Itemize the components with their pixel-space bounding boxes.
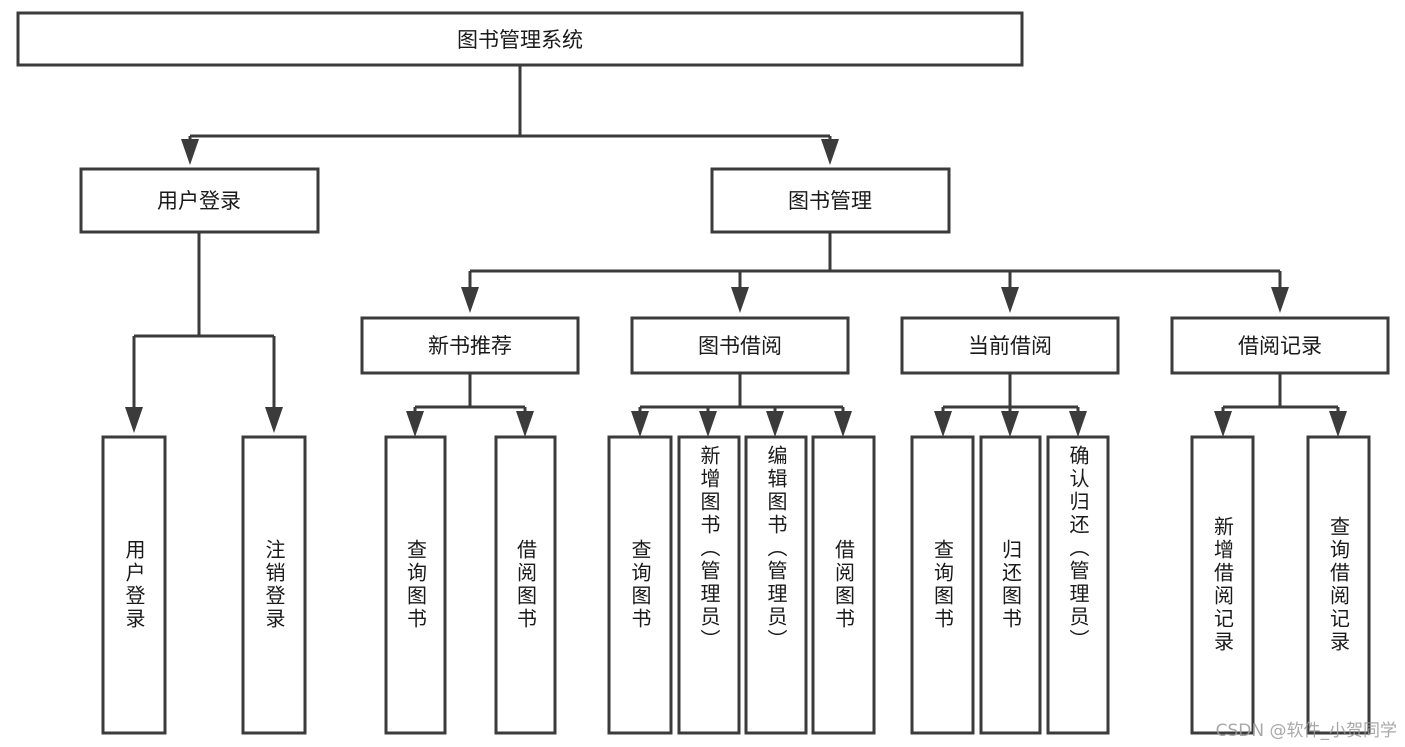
arrow-to-leaf-query-book-3 xyxy=(934,411,952,437)
connector-borrow-record-to-leaves xyxy=(1214,373,1347,437)
node-root-label: 图书管理系统 xyxy=(457,28,583,52)
arrow-to-leaf-user-login xyxy=(125,407,143,433)
arrow-to-current-borrow xyxy=(1001,287,1019,313)
arrow-to-new-book-recommend xyxy=(461,287,479,313)
arrow-to-book-manage xyxy=(821,139,839,165)
leaf-box-borrow-book-1[interactable] xyxy=(494,435,557,735)
node-current-borrow-box[interactable] xyxy=(900,316,1120,375)
leaf-box-user-login[interactable] xyxy=(101,435,167,735)
arrow-to-leaf-confirm-return xyxy=(1069,411,1087,437)
leaf-box-logout[interactable] xyxy=(241,435,307,735)
connector-book-borrow-to-leaves xyxy=(631,373,852,437)
leaf-box-query-borrow-record[interactable] xyxy=(1306,435,1371,735)
arrow-to-leaf-return-book xyxy=(1001,411,1019,437)
node-new-book-recommend[interactable]: 新书推荐 xyxy=(360,316,580,375)
leaf-box-query-book-1[interactable] xyxy=(384,435,447,735)
node-book-management-label: 图书管理 xyxy=(788,189,872,213)
arrow-to-leaf-add-borrow-record xyxy=(1214,411,1232,437)
node-new-book-recommend-label: 新书推荐 xyxy=(428,334,512,358)
node-root-box[interactable] xyxy=(16,11,1024,67)
node-book-borrow[interactable]: 图书借阅 xyxy=(630,316,850,375)
node-root[interactable]: 图书管理系统 xyxy=(16,11,1024,67)
connector-root-to-level2 xyxy=(181,65,839,165)
leaf-box-edit-book[interactable] xyxy=(744,435,808,735)
node-user-login[interactable]: 用户登录 xyxy=(79,167,320,234)
node-current-borrow-label: 当前借阅 xyxy=(968,334,1052,358)
connector-user-login-to-leaves xyxy=(125,232,283,433)
connector-new-book-recommend-to-leaves xyxy=(406,373,534,437)
node-user-login-label: 用户登录 xyxy=(157,189,241,213)
node-book-borrow-label: 图书借阅 xyxy=(698,334,782,358)
node-current-borrow[interactable]: 当前借阅 xyxy=(900,316,1120,375)
node-book-management[interactable]: 图书管理 xyxy=(710,167,951,234)
leaf-box-add-book[interactable] xyxy=(677,435,741,735)
leaf-box-query-book-2[interactable] xyxy=(607,435,673,735)
arrow-to-leaf-borrow-book-1 xyxy=(516,411,534,437)
node-user-login-box[interactable] xyxy=(79,167,320,234)
node-new-book-recommend-box[interactable] xyxy=(360,316,580,375)
arrow-to-user-login xyxy=(181,139,199,165)
leaf-box-return-book[interactable] xyxy=(979,435,1042,735)
leaf-box-confirm-return[interactable] xyxy=(1046,435,1110,735)
node-borrow-record[interactable]: 借阅记录 xyxy=(1170,316,1390,375)
leaf-box-query-book-3[interactable] xyxy=(910,435,975,735)
arrow-to-leaf-add-book xyxy=(699,411,717,437)
arrow-to-leaf-query-book-1 xyxy=(406,411,424,437)
connector-book-management-to-level3 xyxy=(461,232,1289,313)
arrow-to-leaf-query-book-2 xyxy=(631,411,649,437)
node-borrow-record-label: 借阅记录 xyxy=(1238,334,1322,358)
connector-current-borrow-to-leaves xyxy=(934,373,1087,437)
arrow-to-leaf-query-borrow-record xyxy=(1329,411,1347,437)
arrow-to-leaf-edit-book xyxy=(766,411,784,437)
watermark-text: CSDN @软件_小贺同学 xyxy=(1215,721,1397,741)
arrow-to-leaf-borrow-book-2 xyxy=(834,411,852,437)
arrow-to-leaf-logout xyxy=(265,407,283,433)
leaf-box-add-borrow-record[interactable] xyxy=(1190,435,1255,735)
arrow-to-borrow-record xyxy=(1271,287,1289,313)
leaf-box-borrow-book-2[interactable] xyxy=(811,435,876,735)
arrow-to-book-borrow xyxy=(731,287,749,313)
